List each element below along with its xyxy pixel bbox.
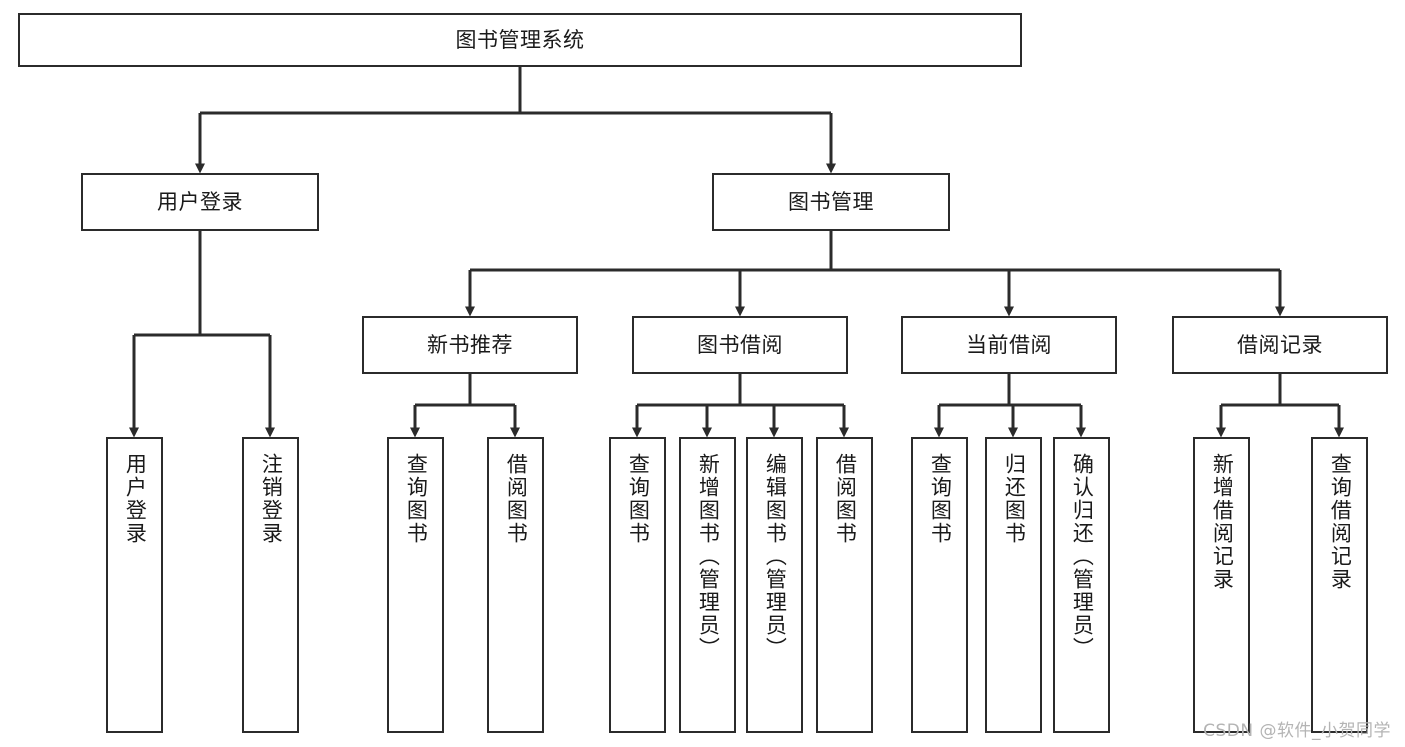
node-user-login[interactable]: 用户登录 xyxy=(81,173,319,231)
node-book-borrow-label: 图书借阅 xyxy=(697,332,783,357)
node-leaf-borrow-book-1[interactable]: 借阅图书 xyxy=(487,437,544,733)
node-borrow-records[interactable]: 借阅记录 xyxy=(1172,316,1388,374)
node-leaf-edit-book-admin[interactable]: 编辑图书（管理员） xyxy=(746,437,803,733)
node-leaf-user-login-label: 用户登录 xyxy=(123,453,148,545)
node-leaf-query-book-3[interactable]: 查询图书 xyxy=(911,437,968,733)
node-leaf-query-book-2-label: 查询图书 xyxy=(626,453,651,545)
node-leaf-confirm-return-admin-label: 确认归还（管理员） xyxy=(1070,453,1095,660)
csdn-watermark: CSDN @软件_小贺同学 xyxy=(1203,721,1391,741)
node-new-book-recommend[interactable]: 新书推荐 xyxy=(362,316,578,374)
node-current-borrow[interactable]: 当前借阅 xyxy=(901,316,1117,374)
node-user-login-label: 用户登录 xyxy=(157,189,243,214)
node-leaf-return-book[interactable]: 归还图书 xyxy=(985,437,1042,733)
node-root-label: 图书管理系统 xyxy=(455,27,585,52)
node-root[interactable]: 图书管理系统 xyxy=(18,13,1022,67)
node-leaf-borrow-book-2-label: 借阅图书 xyxy=(833,453,858,545)
node-leaf-return-book-label: 归还图书 xyxy=(1002,453,1027,545)
node-leaf-logout[interactable]: 注销登录 xyxy=(242,437,299,733)
node-leaf-confirm-return-admin[interactable]: 确认归还（管理员） xyxy=(1053,437,1110,733)
node-leaf-edit-book-admin-label: 编辑图书（管理员） xyxy=(763,453,788,660)
node-leaf-logout-label: 注销登录 xyxy=(259,453,284,545)
node-leaf-query-borrow-record[interactable]: 查询借阅记录 xyxy=(1311,437,1368,733)
node-book-management[interactable]: 图书管理 xyxy=(712,173,950,231)
node-book-management-label: 图书管理 xyxy=(788,189,874,214)
node-leaf-user-login[interactable]: 用户登录 xyxy=(106,437,163,733)
node-book-borrow[interactable]: 图书借阅 xyxy=(632,316,848,374)
node-leaf-add-book-admin[interactable]: 新增图书（管理员） xyxy=(679,437,736,733)
node-leaf-add-borrow-record[interactable]: 新增借阅记录 xyxy=(1193,437,1250,733)
node-current-borrow-label: 当前借阅 xyxy=(966,332,1052,357)
node-leaf-borrow-book-1-label: 借阅图书 xyxy=(504,453,529,545)
node-borrow-records-label: 借阅记录 xyxy=(1237,332,1323,357)
node-leaf-query-borrow-record-label: 查询借阅记录 xyxy=(1328,453,1353,591)
node-leaf-add-book-admin-label: 新增图书（管理员） xyxy=(696,453,721,660)
node-leaf-query-book-1[interactable]: 查询图书 xyxy=(387,437,444,733)
node-leaf-query-book-3-label: 查询图书 xyxy=(928,453,953,545)
node-leaf-borrow-book-2[interactable]: 借阅图书 xyxy=(816,437,873,733)
node-leaf-query-book-1-label: 查询图书 xyxy=(404,453,429,545)
node-leaf-query-book-2[interactable]: 查询图书 xyxy=(609,437,666,733)
node-leaf-add-borrow-record-label: 新增借阅记录 xyxy=(1210,453,1235,591)
node-new-book-recommend-label: 新书推荐 xyxy=(427,332,513,357)
